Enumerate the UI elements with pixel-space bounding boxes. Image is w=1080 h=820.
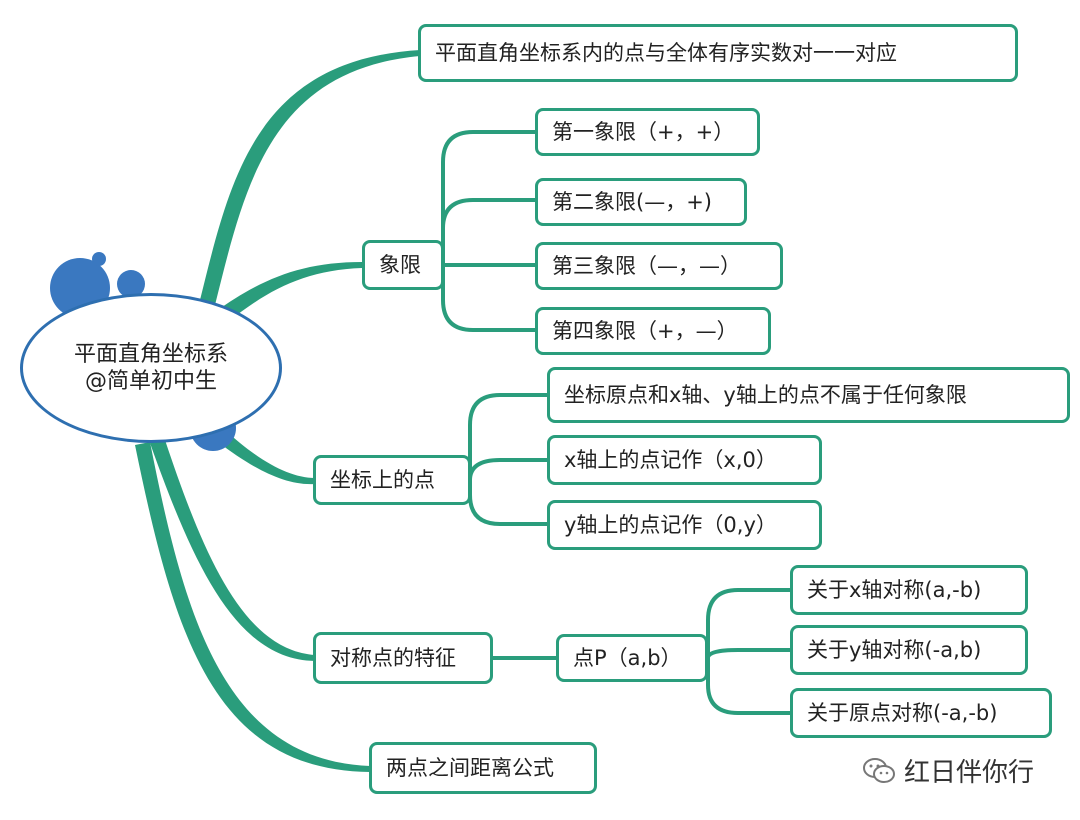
node-label: y轴上的点记作（0,y）: [564, 512, 777, 537]
node-axis-origin: 坐标原点和x轴、y轴上的点不属于任何象限: [547, 367, 1070, 423]
center-topic: 平面直角坐标系 @简单初中生: [20, 293, 282, 443]
node-label: 关于x轴对称(a,-b): [807, 577, 982, 602]
node-quadrant-2: 第二象限(—，+): [535, 178, 747, 226]
node-one-to-one: 平面直角坐标系内的点与全体有序实数对一一对应: [418, 24, 1018, 82]
node-label: 坐标原点和x轴、y轴上的点不属于任何象限: [564, 382, 967, 407]
node-quadrant: 象限: [362, 240, 444, 290]
center-author: @简单初中生: [84, 369, 217, 394]
decor-dot-small: [92, 252, 106, 266]
watermark-text: 红日伴你行: [904, 758, 1035, 788]
node-label: 象限: [379, 252, 421, 277]
node-quadrant-4: 第四象限（+，—）: [535, 307, 771, 355]
wechat-icon: [863, 757, 895, 783]
quadrant-links: [441, 130, 539, 332]
node-symmetry: 对称点的特征: [313, 632, 493, 684]
node-label: x轴上的点记作（x,0）: [564, 447, 777, 472]
node-axis-points: 坐标上的点: [313, 455, 471, 505]
node-label: 点P（a,b）: [573, 645, 682, 670]
node-label: 第二象限(—，+): [552, 189, 712, 214]
node-label: 第四象限（+，—）: [552, 318, 738, 343]
branch-line-symmetry: [150, 440, 315, 661]
watermark: 红日伴你行: [862, 752, 1034, 789]
node-axis-y: y轴上的点记作（0,y）: [547, 500, 822, 550]
node-label: 两点之间距离公式: [386, 755, 554, 780]
point-links: [706, 588, 792, 715]
node-label: 平面直角坐标系内的点与全体有序实数对一一对应: [435, 40, 897, 65]
node-sym-y: 关于y轴对称(-a,b): [790, 625, 1028, 675]
node-axis-x: x轴上的点记作（x,0）: [547, 435, 822, 485]
node-label: 关于y轴对称(-a,b): [807, 637, 982, 662]
axis-links: [468, 393, 550, 526]
node-quadrant-1: 第一象限（+，+）: [535, 108, 760, 156]
node-sym-x: 关于x轴对称(a,-b): [790, 565, 1028, 615]
node-label: 坐标上的点: [330, 467, 435, 492]
node-distance: 两点之间距离公式: [369, 742, 597, 794]
node-label: 第三象限（—，—）: [552, 253, 741, 278]
node-sym-origin: 关于原点对称(-a,-b): [790, 688, 1052, 738]
node-quadrant-3: 第三象限（—，—）: [535, 242, 783, 290]
node-point-p: 点P（a,b）: [556, 634, 708, 682]
node-label: 对称点的特征: [330, 645, 456, 670]
branch-line-1: [200, 50, 420, 305]
branch-line-distance: [135, 442, 370, 772]
node-label: 第一象限（+，+）: [552, 119, 735, 144]
center-title: 平面直角坐标系: [73, 341, 228, 367]
node-label: 关于原点对称(-a,-b): [807, 700, 998, 725]
